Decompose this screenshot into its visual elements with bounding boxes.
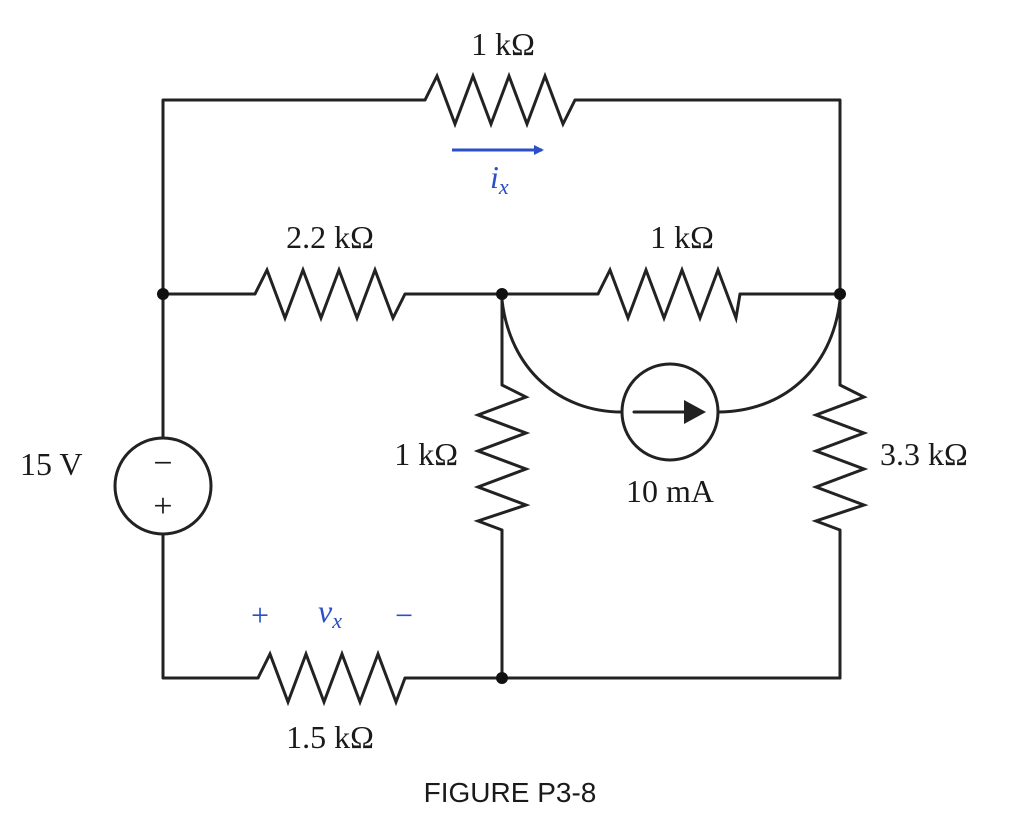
voltage-source-plus: + — [153, 488, 172, 525]
voltage-source: − + 15 V — [20, 436, 213, 536]
label-resistor-right-vertical: 3.3 kΩ — [880, 436, 968, 472]
label-resistor-bottom: 1.5 kΩ — [286, 719, 374, 755]
wire-current-source-left — [500, 298, 624, 414]
voltage-source-label: 15 V — [20, 446, 83, 482]
wire-top-left — [161, 98, 427, 440]
current-source-label: 10 mA — [626, 473, 714, 509]
current-source: 10 mA — [620, 362, 720, 509]
resistor-center-vertical — [473, 383, 531, 532]
resistor-right-mid — [596, 265, 742, 324]
current-ix-label: ix — [490, 159, 509, 199]
resistors — [253, 71, 869, 707]
label-resistor-right-mid: 1 kΩ — [650, 219, 714, 255]
current-source-arrow-head — [684, 400, 706, 424]
wires — [161, 98, 842, 680]
voltage-vx-minus: − — [395, 597, 413, 633]
label-resistor-left-mid: 2.2 kΩ — [286, 219, 374, 255]
label-resistor-top: 1 kΩ — [471, 26, 535, 62]
voltage-source-minus: − — [153, 445, 172, 482]
resistor-right-vertical — [811, 383, 869, 532]
node-center-mid — [496, 288, 508, 300]
figure-caption: FIGURE P3-8 — [424, 777, 597, 808]
voltage-vx-plus: + — [251, 597, 269, 633]
voltage-vx-annotation: + vx − — [251, 593, 413, 633]
resistor-top — [423, 71, 577, 129]
resistor-bottom — [256, 649, 407, 707]
resistor-left-mid — [253, 265, 407, 323]
wire-bottom-left — [161, 533, 260, 680]
current-ix-annotation: ix — [452, 145, 544, 199]
voltage-source-circle — [113, 436, 213, 536]
resistor-labels: 1 kΩ 2.2 kΩ 1 kΩ 1 kΩ 3.3 kΩ 1.5 kΩ — [286, 26, 968, 755]
voltage-vx-label: vx — [318, 593, 342, 633]
label-resistor-center-vertical: 1 kΩ — [394, 436, 458, 472]
wire-current-source-right — [716, 298, 842, 414]
node-right-mid — [834, 288, 846, 300]
node-center-bottom — [496, 672, 508, 684]
node-left-mid — [157, 288, 169, 300]
nodes — [157, 288, 846, 684]
